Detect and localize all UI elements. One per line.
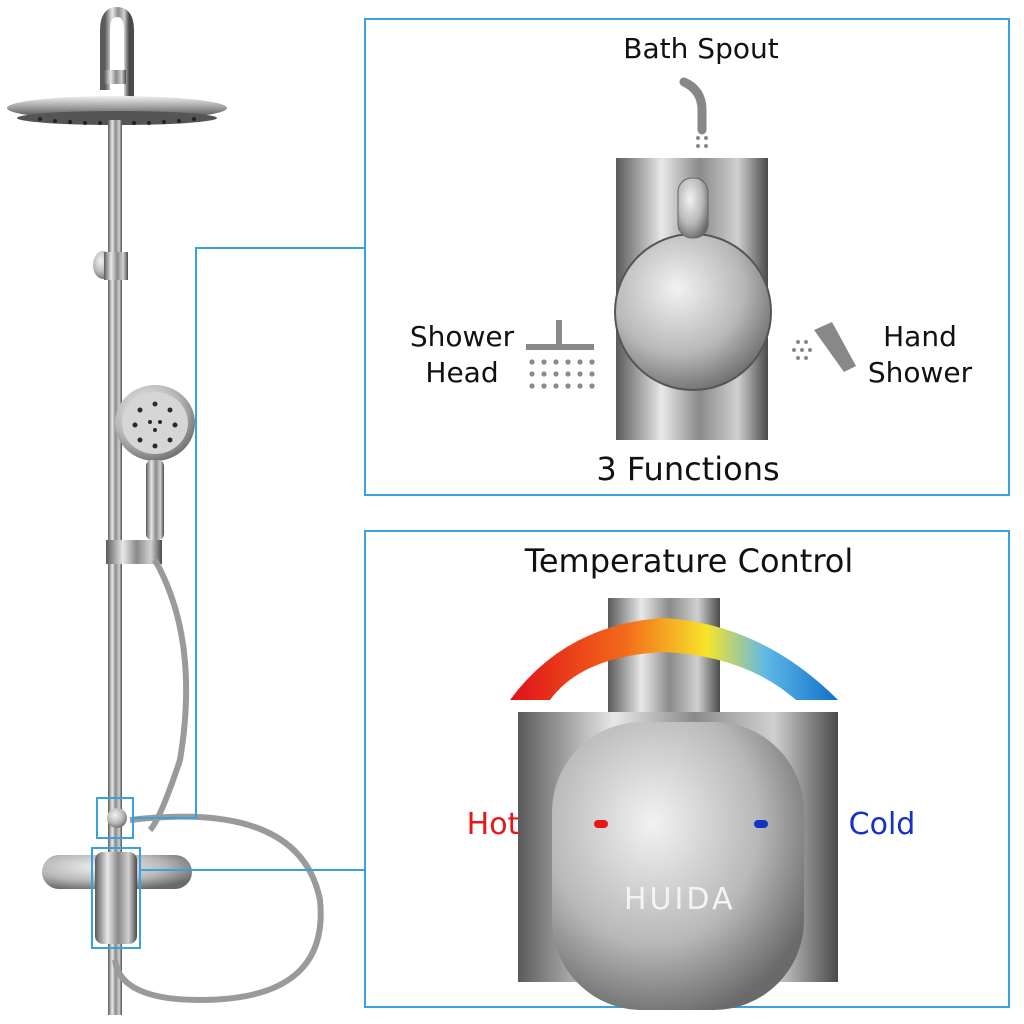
mixer-handle — [552, 722, 804, 1010]
hand-shower-label-line2: Shower — [867, 356, 973, 389]
temperature-panel: Temperature Control Hot Cold HUIDA — [364, 530, 1010, 1010]
brand-logo: HUIDA — [624, 882, 736, 917]
connector-line-functions — [133, 247, 364, 819]
bath-spout-label: Bath Spout — [623, 32, 779, 65]
hand-shower-handle — [146, 460, 164, 540]
cold-marker — [754, 820, 768, 828]
hand-shower-label-line1: Hand — [883, 320, 957, 353]
functions-caption: 3 Functions — [596, 450, 780, 488]
hand-shower-icon — [792, 322, 856, 372]
diverter-disc — [614, 233, 772, 391]
bath-spout-icon — [679, 77, 707, 135]
temperature-arc — [510, 618, 838, 700]
gooseneck-pipe — [100, 6, 134, 110]
diverter-knob — [107, 808, 127, 828]
hot-marker — [594, 820, 608, 828]
diverter-closeup — [526, 77, 856, 440]
slide-bracket — [106, 540, 162, 564]
functions-panel: Bath Spout Shower Head Hand Shower 3 Fun… — [364, 18, 1010, 496]
shower-head-label-line1: Shower — [409, 320, 515, 353]
main-rod — [108, 120, 122, 1015]
hot-label: Hot — [466, 807, 520, 842]
cold-label: Cold — [848, 807, 916, 842]
mixer-valve-body — [95, 852, 137, 944]
temperature-title: Temperature Control — [524, 542, 854, 580]
hose — [147, 558, 190, 833]
mixer-closeup — [510, 598, 838, 1010]
shower-head-icon — [526, 320, 595, 389]
shower-head-label-line2: Head — [425, 356, 499, 389]
